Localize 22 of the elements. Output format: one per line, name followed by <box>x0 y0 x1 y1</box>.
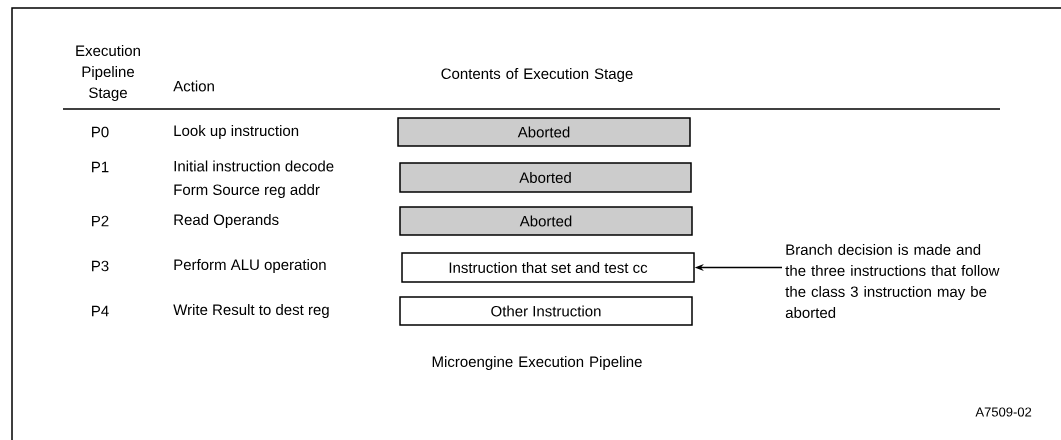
stage-box: Aborted <box>397 117 691 147</box>
stage-box: Aborted <box>399 206 693 236</box>
stage-label: P2 <box>92 215 109 227</box>
column-header: Execution Pipeline Stage <box>76 45 140 101</box>
action-text: Read Operands <box>174 214 279 228</box>
action-text: Initial instruction decode <box>174 160 334 172</box>
stage-box: Aborted <box>399 162 692 193</box>
action-text: Look up instruction <box>174 125 299 139</box>
stage-label: P1 <box>92 161 109 173</box>
action-text: Write Result to dest reg <box>173 304 329 318</box>
stage-label: P4 <box>92 305 109 317</box>
stage-label: P3 <box>92 260 109 272</box>
figure-number: A7509-02 <box>975 407 1032 417</box>
action-text: Perform ALU operation <box>174 259 326 273</box>
stage-box: Instruction that set and test cc <box>401 252 695 283</box>
pipeline-caption: Microengine Execution Pipeline <box>432 356 642 370</box>
column-header: Action <box>173 80 214 92</box>
note-text: Branch decision is made and the three instructions that follow the class 3 instruction may be aborted <box>785 244 1000 318</box>
stage-label: P0 <box>92 126 109 138</box>
stage-box: Other Instruction <box>399 296 693 326</box>
action-text: Form Source reg addr <box>174 184 320 198</box>
column-header: Contents of Execution Stage <box>441 68 633 82</box>
